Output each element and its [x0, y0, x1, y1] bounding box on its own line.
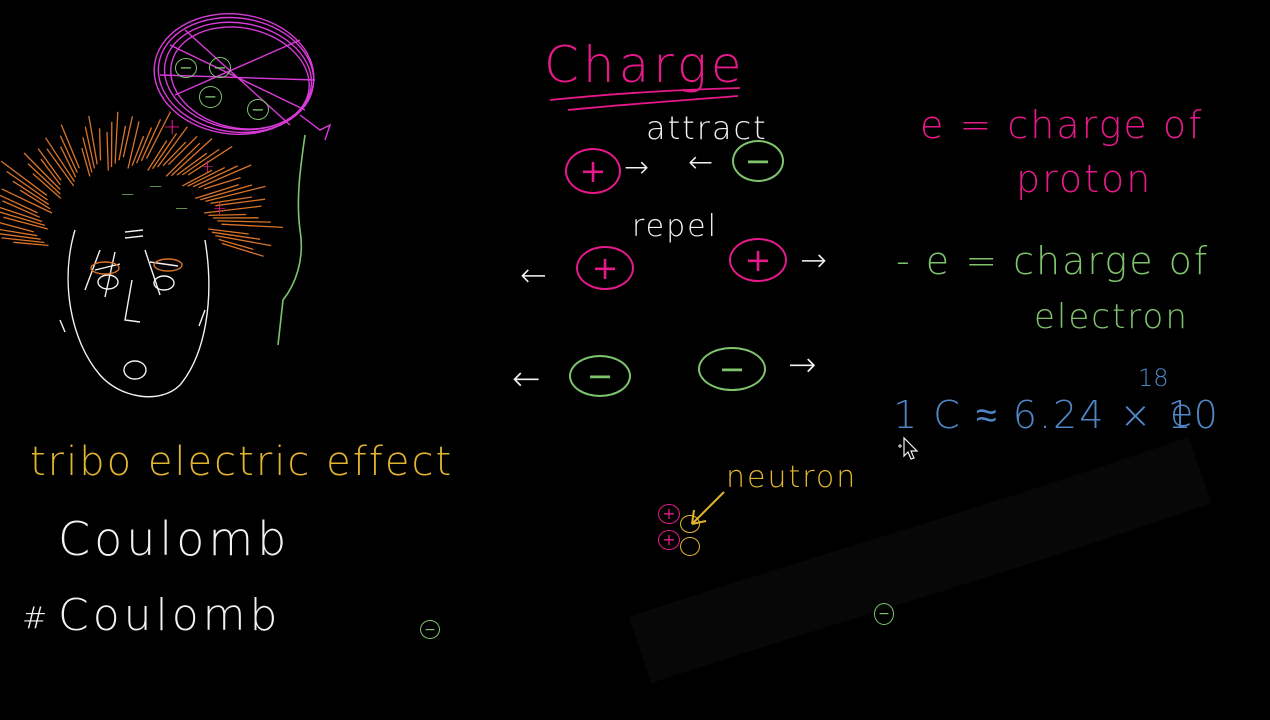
repel-negative-right-arrow: →	[788, 345, 817, 385]
repel-negative-left-arrow: ←	[512, 359, 541, 399]
pen-cursor-icon	[898, 436, 919, 460]
coulomb-count-note: Coulomb	[58, 590, 282, 641]
page-title: Charge	[544, 36, 746, 94]
balloon-electron-3: −	[199, 86, 222, 108]
stray-electron-2: −	[874, 603, 894, 625]
attract-label: attract	[646, 109, 768, 147]
repel-proton-left: +	[576, 246, 634, 290]
nucleus-neutron-1	[680, 515, 700, 533]
balloon-sketch	[153, 13, 332, 141]
hair-plus-sign-2: +	[200, 156, 216, 177]
nucleus-proton-2: +	[658, 530, 680, 550]
repel-proton-right: +	[729, 238, 787, 282]
hair-minus-sign-3: −	[120, 184, 136, 205]
coulomb-exponent: 18	[1138, 364, 1169, 392]
title-underline	[549, 87, 741, 111]
balloon-electron-2: −	[209, 57, 231, 78]
attract-electron: −	[732, 140, 784, 182]
proton-definition-line1: e = charge of	[920, 103, 1204, 147]
repel-positive-right-arrow: →	[800, 241, 827, 279]
hair-plus-sign-1: +	[163, 115, 182, 140]
face-sketch	[59, 229, 210, 398]
nucleus-neutron-2	[680, 537, 700, 556]
chalk-smudge	[628, 436, 1212, 684]
coulomb-count-symbol: #	[22, 601, 48, 636]
coulomb-note: Coulomb	[58, 512, 291, 566]
hair-plus-sign-3: +	[212, 198, 228, 219]
repel-label: repel	[632, 209, 718, 244]
attract-right-arrow: →	[624, 150, 650, 185]
triboelectric-note: tribo electric effect	[30, 439, 454, 485]
nucleus-proton-1: +	[658, 504, 680, 524]
proton-definition-line2: proton	[1016, 157, 1153, 201]
repel-electron-right: −	[698, 347, 766, 391]
balloon-string	[277, 134, 306, 346]
balloon-electron-1: −	[175, 58, 197, 78]
hair-minus-sign-2: −	[174, 198, 190, 219]
hair-sketch	[0, 111, 284, 257]
coulomb-equation: 1 C ≈ 6.24 × 10	[893, 393, 1220, 437]
neutron-label: neutron	[726, 460, 858, 495]
repel-positive-left-arrow: ←	[520, 256, 547, 294]
coulomb-equation-unit: e	[1170, 391, 1196, 435]
electron-definition-line2: electron	[1034, 297, 1189, 337]
hair-highlight	[90, 258, 183, 275]
hair-minus-sign-1: −	[148, 176, 164, 197]
stray-electron-1: −	[420, 620, 440, 639]
repel-electron-left: −	[569, 355, 631, 397]
attract-left-arrow: ←	[688, 145, 714, 180]
balloon-electron-4: −	[247, 99, 269, 120]
electron-definition-line1: - e = charge of	[896, 239, 1210, 283]
attract-proton: +	[565, 148, 621, 194]
